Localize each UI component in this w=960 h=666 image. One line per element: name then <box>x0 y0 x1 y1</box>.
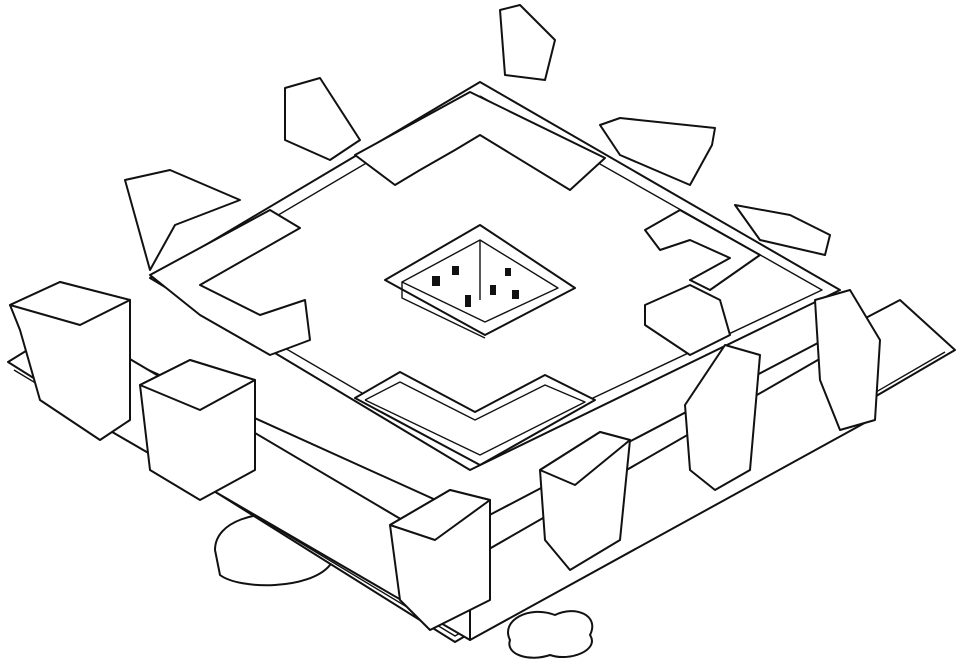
inner-buildings <box>149 91 761 466</box>
central-courtyard <box>384 224 576 339</box>
bastions <box>9 4 881 631</box>
